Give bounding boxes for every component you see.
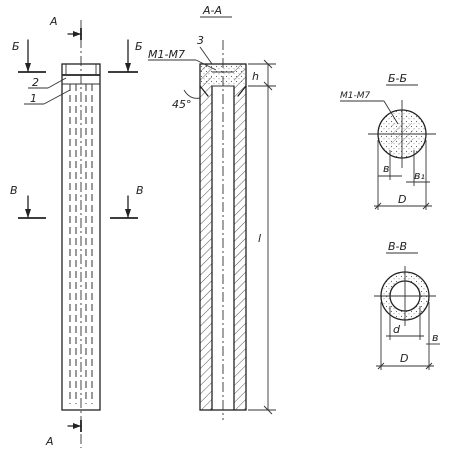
section-mark-b-left: Б [12, 40, 20, 53]
dim-h: h [252, 70, 259, 83]
section-aa-title: А-А [202, 4, 222, 17]
angle-arc [183, 89, 201, 99]
leader-line [383, 100, 399, 125]
arrow-head [25, 63, 31, 72]
section-bb-title: Б-Б [388, 72, 407, 85]
angle-label: 45° [172, 98, 192, 111]
leader-line [199, 46, 213, 65]
leader-line [43, 89, 71, 105]
tick [263, 405, 273, 415]
section-aa-view: А-А М1-М7 3 45° h l [148, 4, 276, 420]
tick [263, 81, 273, 91]
dim-l: l [258, 232, 261, 245]
arrow-head [25, 209, 31, 218]
tick [374, 202, 382, 210]
dim-b: в [432, 331, 438, 344]
section-mark-a-top: А [49, 15, 58, 28]
tick [263, 59, 273, 69]
arrow-head [125, 63, 131, 72]
dim-b1: в₁ [414, 169, 425, 182]
chamfer-line [237, 85, 247, 97]
section-mark-v-left: В [10, 184, 18, 197]
section-mark-a-bottom: А [45, 435, 54, 448]
tick [425, 362, 433, 370]
dim-d: D [400, 352, 408, 365]
dim-d: D [398, 193, 406, 206]
section-vv-title: В-В [388, 240, 407, 253]
wall-hatch-right [234, 64, 246, 410]
leader-line [195, 59, 217, 71]
section-bb-view: Б-Б М1-М7 D в в₁ [340, 72, 436, 210]
mark-label: М1-М7 [148, 48, 185, 61]
mark-label: М1-М7 [340, 91, 371, 101]
tick [422, 202, 430, 210]
leader-line [47, 77, 67, 89]
section-mark-b-right: Б [135, 40, 143, 53]
arrow-head [125, 209, 131, 218]
dim-d-inner: d [393, 323, 401, 336]
arrow-head [73, 423, 81, 429]
front-view: А А Б Б В В 2 1 [10, 15, 144, 448]
section-vv-view: В-В D d в [374, 240, 440, 370]
callout-3: 3 [197, 34, 204, 47]
chamfer-line [199, 85, 209, 97]
dim-b: в [383, 162, 389, 175]
head-concrete [200, 64, 246, 86]
wall-hatch-left [200, 64, 212, 410]
tick [377, 362, 385, 370]
callout-2: 2 [32, 76, 39, 89]
arrow-head [73, 31, 81, 37]
callout-1: 1 [30, 92, 37, 105]
section-mark-v-right: В [136, 184, 144, 197]
